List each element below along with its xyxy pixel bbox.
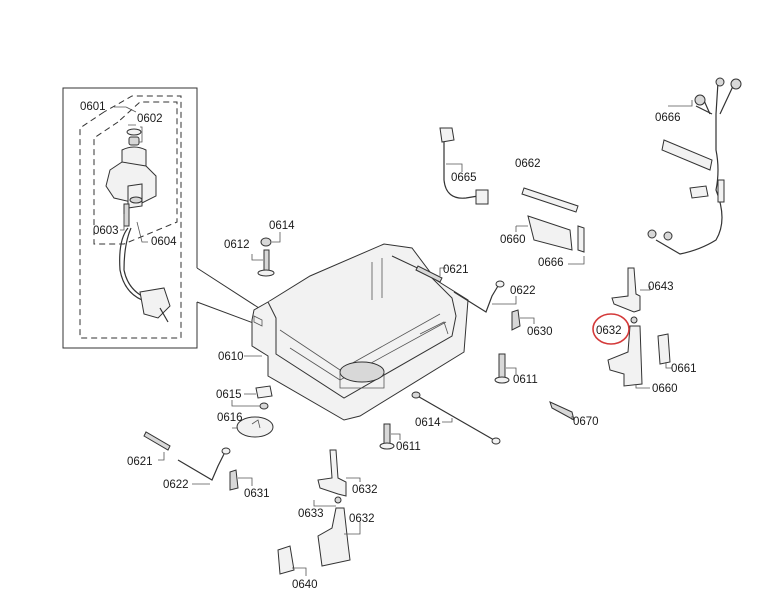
hinge-bracket-right-drawing	[607, 325, 643, 387]
spring-right-drawing	[415, 265, 443, 283]
label-0612[interactable]: 0612	[224, 239, 250, 251]
hinge-bracket-left-drawing	[317, 507, 351, 567]
label-0620-right[interactable]: 0621	[443, 264, 469, 276]
hinge-right-drawing	[611, 267, 641, 313]
rear-foot-drawing	[257, 237, 275, 277]
label-0611-right[interactable]: 0611	[513, 374, 538, 386]
cable-connector-icon	[495, 280, 505, 288]
label-0621-left[interactable]: 0622	[163, 479, 189, 491]
label-0641[interactable]: 0643	[648, 281, 674, 293]
clip-drawing	[255, 385, 273, 399]
label-0614-top[interactable]: 0614	[269, 220, 295, 232]
bracket-clip-drawing	[549, 401, 575, 421]
label-0601[interactable]: 0601	[80, 101, 106, 113]
inset-box: 0601 0602 0603 0604	[62, 87, 263, 349]
label-0615[interactable]: 0615	[216, 389, 242, 401]
adjust-rod-drawing	[413, 393, 495, 441]
label-0662[interactable]: 0666	[538, 257, 564, 269]
hinge-left-drawing	[317, 449, 347, 497]
control-housing-drawing	[527, 215, 573, 251]
label-0633[interactable]: 0640	[292, 579, 318, 591]
label-0631[interactable]: 0632	[352, 484, 378, 496]
inlet-valve-drawing	[105, 128, 171, 323]
label-0620-left[interactable]: 0621	[127, 456, 153, 468]
label-0661[interactable]: 0662	[515, 158, 541, 170]
cable-right-drawing	[453, 285, 499, 313]
label-0640[interactable]: 0660	[652, 383, 678, 395]
rod-end-icon	[411, 391, 421, 399]
wiring-harness-drawing	[647, 77, 742, 255]
foot-front-drawing	[379, 423, 395, 450]
inset-connector-line	[196, 301, 257, 325]
label-0604[interactable]: 0604	[151, 236, 177, 248]
foot-right-drawing	[494, 353, 510, 384]
power-cord-drawing	[439, 127, 489, 205]
inset-dashed-outline-inner	[93, 101, 178, 245]
label-0621-right[interactable]: 0622	[510, 285, 536, 297]
label-0611-front[interactable]: 0611	[396, 441, 421, 453]
label-0630[interactable]: 0632	[349, 513, 375, 525]
terminal-block-drawing	[657, 333, 671, 365]
end-cap-drawing	[577, 225, 585, 253]
label-0602[interactable]: 0602	[137, 113, 163, 125]
label-0603[interactable]: 0603	[93, 225, 119, 237]
label-0610[interactable]: 0610	[218, 351, 244, 363]
cable-connector-icon	[221, 447, 231, 455]
hinge-screw-right-drawing	[630, 316, 638, 324]
cable-left-drawing	[177, 453, 225, 481]
label-0622-left[interactable]: 0631	[244, 488, 270, 500]
label-0614-rod[interactable]: 0614	[415, 417, 441, 429]
label-0616[interactable]: 0616	[217, 412, 243, 424]
label-0643[interactable]: 0661	[671, 363, 697, 375]
label-0632-highlighted[interactable]: 0632	[596, 325, 622, 337]
clip-pin-icon	[259, 402, 269, 410]
cable-guide-right-drawing	[511, 309, 521, 331]
hinge-screw-left-drawing	[334, 496, 342, 504]
rod-end-icon	[491, 437, 501, 445]
label-0660-visible[interactable]: 0660	[500, 234, 526, 246]
label-0632-left[interactable]: 0633	[298, 508, 324, 520]
spring-left-drawing	[143, 431, 171, 451]
cable-guide-left-drawing	[229, 469, 239, 491]
control-cover-drawing	[521, 187, 579, 213]
label-0670[interactable]: 0670	[573, 416, 599, 428]
label-0622-right[interactable]: 0630	[527, 326, 553, 338]
base-tub-drawing	[251, 243, 469, 421]
inset-frame	[62, 87, 198, 349]
inset-dashed-outline-outer	[79, 95, 182, 339]
hinge-cover-drawing	[277, 545, 295, 575]
highlight-circle	[592, 313, 630, 345]
float-disc-drawing	[236, 416, 274, 438]
label-0666-visible[interactable]: 0666	[655, 112, 681, 124]
inset-connector-line	[196, 267, 263, 311]
label-0665[interactable]: 0665	[451, 172, 477, 184]
